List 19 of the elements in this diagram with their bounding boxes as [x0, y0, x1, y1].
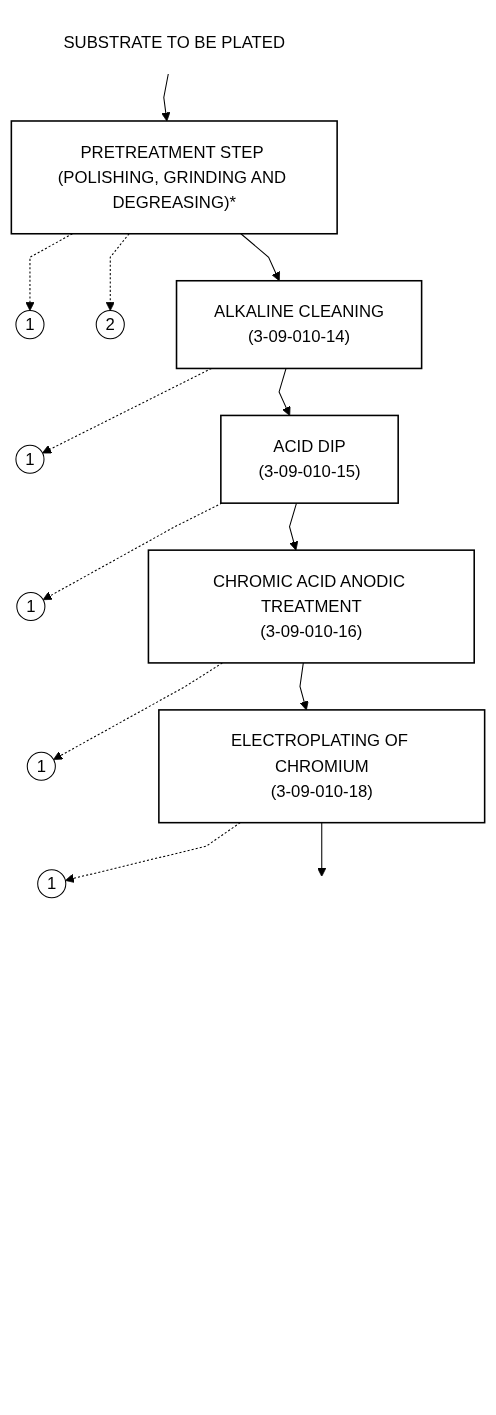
node-box: PRETREATMENT STEP (POLISHING, GRINDING AND DEGREASING)* — [10, 120, 338, 235]
node-circle: 2 — [95, 310, 125, 340]
arrow — [278, 367, 291, 416]
node-circle: 1 — [16, 591, 46, 622]
node-box: ACID DIP (3-09-010-15) — [220, 414, 399, 504]
node-box: ALKALINE CLEANING (3-09-010-14) — [175, 279, 423, 370]
arrow — [161, 73, 171, 122]
node-text: SUBSTRATE TO BE PLATED — [63, 33, 286, 52]
node-circle: 1 — [37, 869, 67, 899]
arrow — [240, 233, 281, 282]
arrow — [289, 502, 299, 551]
node-box: ELECTROPLATING OF CHROMIUM (3-09-010-18) — [158, 709, 486, 824]
node-circle: 1 — [15, 310, 45, 340]
dashed-arrow — [65, 822, 241, 883]
node-box: CHROMIC ACID ANODIC TREATMENT (3-09-010-16) — [147, 549, 475, 664]
arrow — [317, 822, 327, 877]
node-circle: 1 — [26, 751, 56, 781]
node-circle: 1 — [15, 444, 45, 474]
arrow — [299, 662, 309, 711]
